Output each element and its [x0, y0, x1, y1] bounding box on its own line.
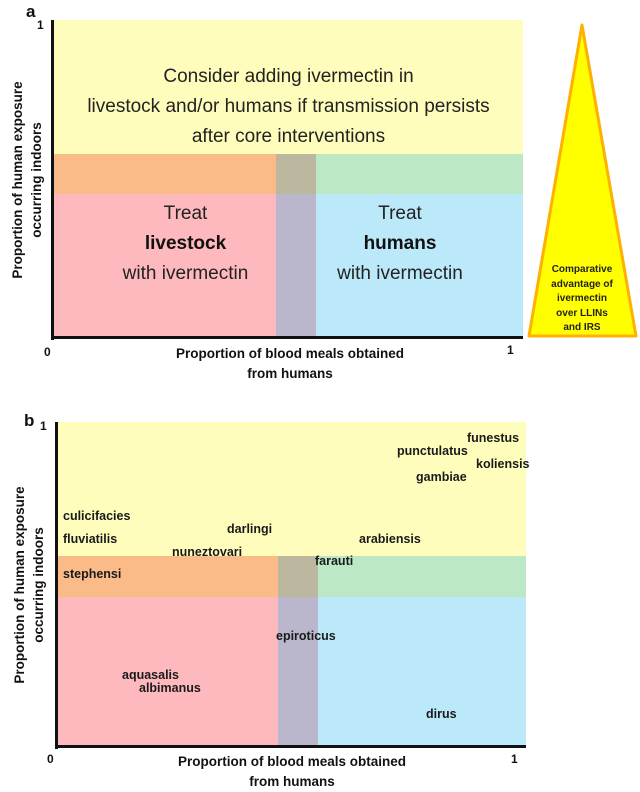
- triangle-shape: [527, 23, 638, 338]
- panel-a-x-label-line-2: from humans: [247, 366, 333, 381]
- panel-b-region-bottom-center: [278, 597, 318, 746]
- species-label-dirus: dirus: [426, 707, 457, 721]
- panel-b-y-label-line-1: Proportion of human exposure: [12, 486, 27, 684]
- treat-livestock-text: Treat livestock with ivermectin: [54, 199, 317, 289]
- triangle-text-line-5: and IRS: [563, 322, 601, 333]
- treat-livestock-line-3: with ivermectin: [122, 263, 249, 284]
- panel-a-x-tick-1: 1: [507, 343, 514, 357]
- treat-livestock-line-1: Treat: [163, 203, 208, 224]
- panel-b-region-bottom-left: [57, 597, 278, 746]
- panel-a-y-axis: [51, 20, 54, 340]
- panel-a-y-axis-label: Proportion of human exposure occurring i…: [8, 50, 48, 310]
- species-label-fluviatilis: fluviatilis: [63, 532, 118, 546]
- panel-b-region-bottom-right: [318, 597, 526, 746]
- panel-b-y-tick-1: 1: [40, 419, 47, 433]
- comparative-advantage-triangle: [527, 23, 638, 338]
- species-label-epiroticus: epiroticus: [276, 629, 336, 643]
- treat-livestock-line-2: livestock: [144, 233, 227, 254]
- panel-b-region-mid-right: [318, 556, 526, 597]
- panel-b-x-label-line-1: Proportion of blood meals obtained: [178, 754, 406, 769]
- species-label-punctulatus: punctulatus: [397, 444, 468, 458]
- panel-b-y-label-line-2: occurring indoors: [31, 527, 46, 643]
- panel-b-x-axis-label: Proportion of blood meals obtained from …: [152, 752, 432, 792]
- panel-b-y-axis: [55, 422, 58, 749]
- panel-a-x-tick-0: 0: [44, 345, 51, 359]
- panel-b-x-tick-1: 1: [511, 752, 518, 766]
- treat-humans-line-2: humans: [363, 233, 437, 254]
- treat-humans-line-1: Treat: [378, 203, 422, 224]
- panel-b-letter: b: [24, 411, 35, 430]
- panel-b-x-label-line-2: from humans: [249, 774, 335, 789]
- panel-a-y-label-line-2: occurring indoors: [29, 122, 44, 238]
- triangle-text-line-2: advantage of: [551, 278, 613, 290]
- region-treat-humans: [316, 194, 523, 337]
- consider-ivermectin-text: Consider adding ivermectin in livestock …: [54, 62, 523, 152]
- panel-a-x-axis: [51, 336, 523, 339]
- treat-humans-text: Treat humans with ivermectin: [320, 199, 480, 289]
- region-mid-right: [316, 154, 523, 194]
- panel-a-y-label-line-1: Proportion of human exposure: [10, 81, 25, 279]
- panel-a-x-label-line-1: Proportion of blood meals obtained: [176, 346, 404, 361]
- species-label-nuneztovari: nuneztovari: [172, 545, 243, 559]
- panel-b-x-axis: [55, 745, 526, 748]
- triangle-text: Comparative advantage of ivermectin over…: [527, 263, 637, 336]
- species-label-stephensi: stephensi: [63, 567, 122, 581]
- species-label-koliensis: koliensis: [476, 457, 530, 471]
- treat-humans-line-3: with ivermectin: [337, 263, 463, 284]
- triangle-text-line-3: ivermectin: [556, 293, 608, 304]
- panel-a-x-axis-label: Proportion of blood meals obtained from …: [150, 344, 430, 384]
- species-label-albimanus: albimanus: [139, 681, 201, 695]
- consider-line-2: livestock and/or humans if transmission …: [87, 96, 490, 117]
- panel-a-y-tick-1: 1: [37, 18, 44, 32]
- panel-b-region-mid-left: [57, 556, 278, 597]
- species-label-culicifacies: culicifacies: [63, 509, 131, 523]
- triangle-text-line-1: Comparative: [551, 264, 613, 275]
- species-label-darlingi: darlingi: [227, 522, 273, 536]
- species-label-aquasalis: aquasalis: [122, 668, 179, 682]
- panel-b-y-axis-label: Proportion of human exposure occurring i…: [10, 455, 50, 715]
- consider-line-3: after core interventions: [191, 126, 386, 147]
- region-treat-livestock: [54, 194, 276, 337]
- panel-a-letter: a: [26, 2, 36, 21]
- triangle-text-line-4: over LLINs: [556, 307, 608, 319]
- species-label-funestus: funestus: [467, 431, 520, 445]
- species-label-arabiensis: arabiensis: [359, 532, 421, 546]
- species-label-gambiae: gambiae: [416, 470, 467, 484]
- panel-b-region-top: [57, 422, 526, 556]
- region-bottom-center: [276, 194, 316, 337]
- region-mid-center: [276, 154, 316, 194]
- species-label-farauti: farauti: [315, 554, 354, 568]
- panel-b-region-mid-center: [278, 556, 318, 597]
- region-consider-ivermectin: [54, 20, 523, 154]
- region-mid-left: [54, 154, 276, 194]
- panel-b-x-tick-0: 0: [47, 752, 54, 766]
- consider-line-1: Consider adding ivermectin in: [163, 66, 414, 87]
